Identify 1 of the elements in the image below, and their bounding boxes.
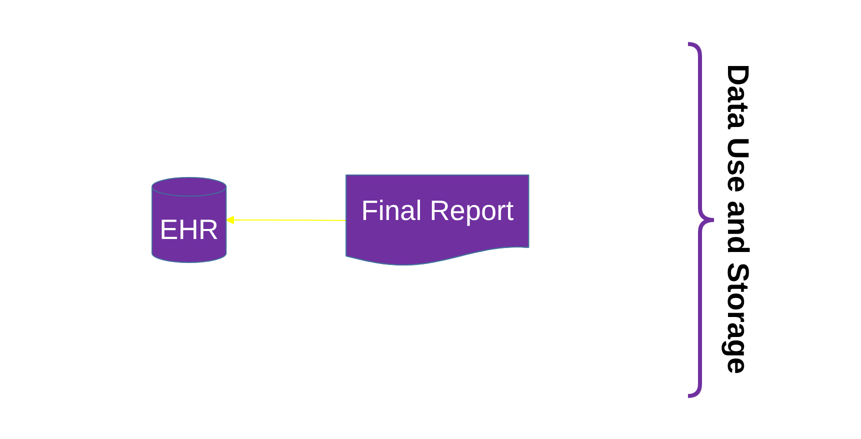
bracket-label: Data Use and Storage (720, 64, 754, 375)
